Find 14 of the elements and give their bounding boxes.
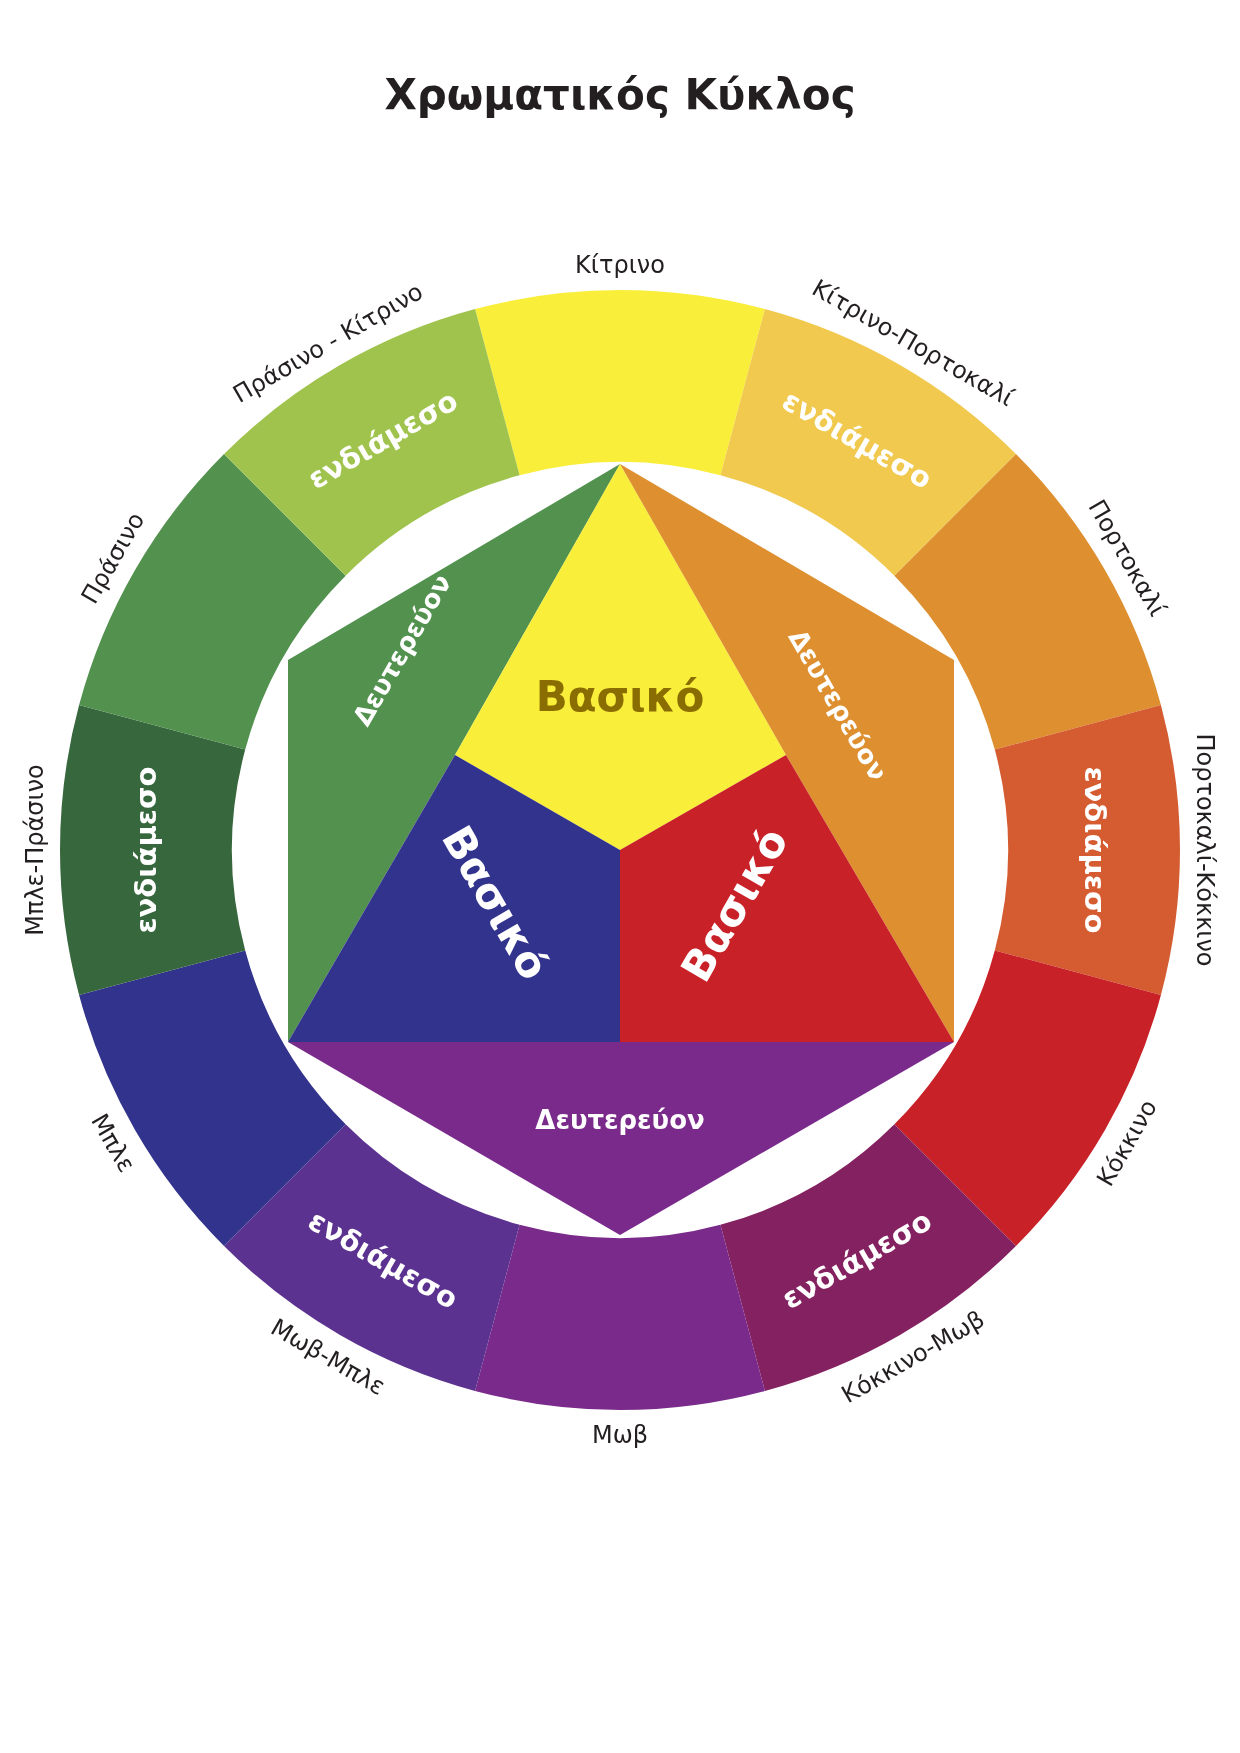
color-segment	[60, 705, 246, 995]
color-name-label: Πορτοκαλί-Κόκκινο	[1193, 733, 1217, 967]
shape-label: Δευτερεύον	[535, 1107, 705, 1133]
segment-label: ενδιάμεσο	[1079, 766, 1109, 934]
color-shape	[288, 755, 620, 1042]
color-name-label: Μωβ	[591, 1423, 649, 1447]
color-segment	[475, 290, 765, 476]
segment-label: ενδιάμεσο	[131, 766, 161, 934]
color-segment	[994, 705, 1180, 995]
title: Χρωματικός Κύκλος	[383, 70, 857, 119]
shape-label: Βασικό	[535, 676, 705, 718]
color-name-label: Μπλε-Πράσινο	[23, 764, 47, 936]
color-name-label: Κίτρινο	[575, 253, 665, 277]
color-segment	[475, 1224, 765, 1410]
